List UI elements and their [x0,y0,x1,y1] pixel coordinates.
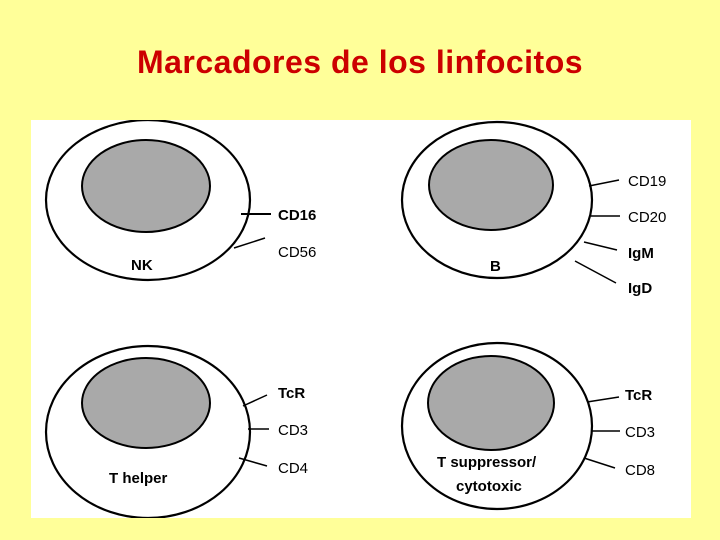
t-helper-marker-line-1 [242,394,268,407]
b-marker-cd19: CD19 [628,173,666,190]
t-helper-cell: T helper TcR CD3 CD4 [44,344,308,520]
nk-cell-label: NK [131,257,153,274]
b-cell: B CD19 CD20 IgM IgD [400,120,666,297]
t-suppressor-marker-line-1 [586,396,620,403]
t-helper-marker-tcr: TcR [278,385,305,402]
t-helper-marker-line-3 [238,457,268,467]
t-helper-marker-cd3: CD3 [278,422,308,439]
nk-marker-line-2 [233,237,266,249]
page-title: Marcadores de los linfocitos [136,44,584,80]
b-marker-line-1 [588,179,620,187]
t-helper-marker-cd4: CD4 [278,460,308,477]
nk-cell-nucleus [81,139,211,233]
b-cell-nucleus [428,139,554,231]
t-suppressor-label-line2: cytotoxic [456,478,522,495]
b-marker-igd: IgD [628,280,652,297]
t-suppressor-nucleus [427,355,555,451]
b-marker-igm: IgM [628,245,654,262]
nk-marker-cd56: CD56 [278,244,316,261]
t-suppressor-marker-tcr: TcR [625,387,652,404]
b-cell-label: B [490,258,501,275]
t-suppressor-label-line1: T suppressor/ [437,454,537,471]
t-suppressor-marker-cd8: CD8 [625,462,655,479]
t-helper-label: T helper [109,470,168,487]
lymphocyte-markers-figure: NK CD16 CD56 B CD19 CD20 IgM IgD T helpe… [31,118,691,520]
t-helper-nucleus [81,357,211,449]
b-marker-line-3 [583,241,618,251]
t-suppressor-marker-line-3 [583,457,616,469]
nk-marker-cd16: CD16 [278,207,316,224]
nk-cell: NK CD16 CD56 [44,118,316,282]
b-marker-cd20: CD20 [628,209,666,226]
lymphocyte-diagram: NK CD16 CD56 B CD19 CD20 IgM IgD T helpe… [44,118,666,520]
t-suppressor-marker-cd3: CD3 [625,424,655,441]
t-suppressor-cell: T suppressor/ cytotoxic TcR CD3 CD8 [400,341,655,511]
b-marker-line-4 [574,260,617,284]
